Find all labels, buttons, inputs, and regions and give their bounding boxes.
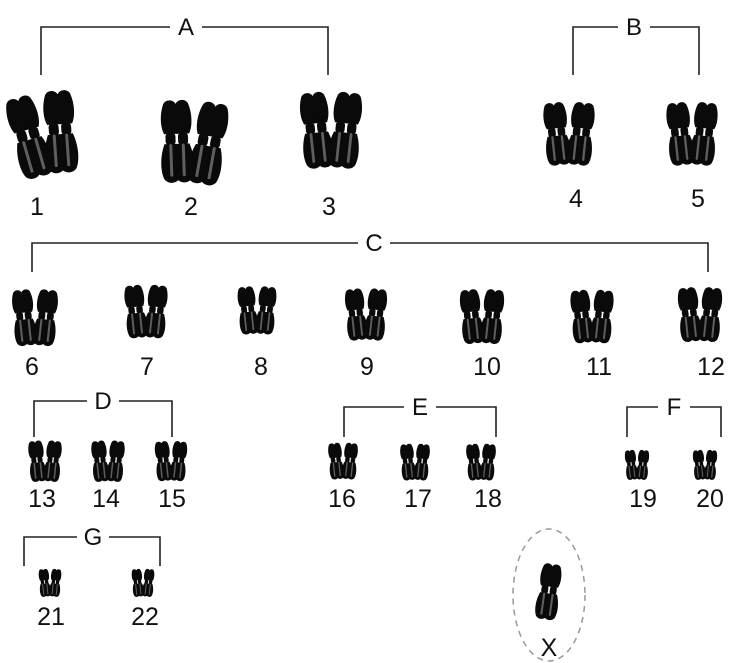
chromatid [640, 450, 650, 480]
chromosome-number-22: 22 [131, 603, 159, 631]
chromosome-pair-11 [570, 289, 614, 344]
chromosome-pair-8 [237, 286, 277, 335]
chromatid [576, 103, 595, 166]
chromatid [53, 569, 62, 597]
chromosome-pair-16 [328, 442, 358, 480]
bracket-A [40, 26, 329, 75]
chromatid [706, 288, 723, 342]
chromatid [371, 289, 388, 341]
chromatid [152, 285, 168, 339]
chromosome-number-11: 11 [586, 353, 612, 381]
chromosome-pair-1 [6, 90, 79, 179]
chromosome-number-7: 7 [140, 353, 154, 381]
chromosome-number-15: 15 [158, 485, 186, 513]
chromosome-number-14: 14 [92, 485, 120, 513]
chromatid [55, 90, 79, 173]
x-chromosome-body [535, 563, 562, 621]
bracket-D [33, 400, 173, 437]
chromosome-pair-17 [400, 443, 430, 481]
chromosome-number-17: 17 [404, 485, 432, 513]
chromosome-pair-20 [692, 449, 718, 480]
x-chromosome: X [512, 528, 586, 662]
chromosome-pair-18 [466, 443, 496, 481]
chromatid [708, 450, 718, 480]
chromatid [699, 103, 718, 166]
chromosome-number-3: 3 [322, 193, 336, 221]
chromosome-number-2: 2 [184, 193, 198, 221]
chromosome-number-5: 5 [691, 185, 705, 213]
chromosome-number-9: 9 [360, 353, 374, 381]
chromosome-pair-9 [344, 288, 388, 341]
group-brackets: A B C D E F G [23, 14, 722, 566]
chromatid [41, 290, 58, 347]
chromosomes [6, 90, 723, 597]
chromatid [419, 444, 430, 481]
group-label-B: B [626, 14, 642, 41]
chromosome-pair-15 [154, 441, 188, 482]
chromosome-number-6: 6 [25, 353, 39, 381]
chromosome-pair-5 [666, 102, 718, 166]
chromatid [686, 287, 702, 342]
bracket-B [572, 26, 700, 75]
chromosome-pair-6 [12, 289, 58, 347]
chromosome-pair-4 [543, 102, 595, 166]
chromosome-pair-13 [28, 440, 62, 482]
chromosome-number-18: 18 [474, 485, 502, 513]
chromosome-number-8: 8 [254, 353, 268, 381]
bracket-F [626, 406, 722, 437]
group-label-C: C [365, 230, 382, 257]
chromatid [339, 93, 363, 169]
chromosome-pair-14 [91, 440, 125, 482]
chromosome-number-16: 16 [328, 485, 356, 513]
group-label-E: E [412, 394, 428, 421]
chromatid [347, 443, 358, 480]
chromatid [543, 564, 562, 621]
chromosome-number-12: 12 [697, 353, 725, 381]
chromosome-number-20: 20 [696, 485, 724, 513]
chromosome-pair-10 [459, 289, 505, 344]
group-label-G: G [84, 524, 103, 551]
x-label: X [541, 634, 558, 662]
chromatid [675, 102, 695, 165]
chromatid [97, 440, 110, 482]
chromosome-number-19: 19 [629, 485, 657, 513]
chromatid [49, 441, 62, 482]
group-label-D: D [94, 388, 111, 415]
bracket-G [23, 536, 161, 566]
chromosome-pair-7 [124, 284, 168, 339]
chromatid [112, 441, 125, 482]
chromatid [200, 103, 229, 186]
chromosome-number-10: 10 [473, 353, 501, 381]
group-label-A: A [178, 14, 194, 41]
chromosome-number-1: 1 [30, 193, 44, 221]
chromatid [488, 290, 505, 344]
chromosome-pair-19 [624, 449, 650, 480]
chromosome-pair-21 [38, 568, 62, 597]
bracket-E [343, 406, 497, 437]
chromosome-number-13: 13 [28, 485, 56, 513]
bracket-C [31, 242, 709, 272]
chromatid [485, 444, 496, 481]
chromatid [175, 441, 188, 482]
chromatid [18, 95, 53, 176]
group-label-F: F [667, 394, 682, 421]
x-dashed-outline [512, 528, 586, 662]
chromatid [262, 287, 277, 335]
chromosome-pair-22 [131, 568, 155, 597]
chromatid [598, 290, 614, 344]
chromosome-pair-2 [160, 99, 229, 186]
chromosome-pair-12 [677, 287, 723, 342]
chromosome-number-21: 21 [37, 603, 65, 631]
chromosome-pair-3 [299, 91, 363, 169]
chromatid [146, 569, 155, 597]
chromosome-number-4: 4 [569, 185, 583, 213]
